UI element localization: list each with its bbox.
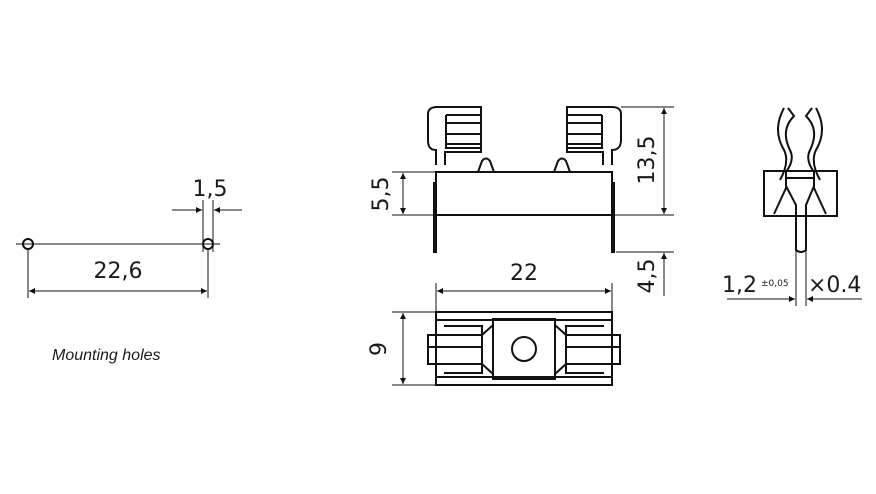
width-label: 9 <box>367 342 392 356</box>
pin-width-label: 1,2 <box>722 273 757 298</box>
top-view: 22 9 <box>367 261 621 386</box>
body-height-label: 5,5 <box>369 177 394 212</box>
pin-tolerance-label: ±0,05 <box>761 279 789 289</box>
hole-spacing-label: 22,6 <box>94 259 143 284</box>
hole-diameter-label: 1,5 <box>193 177 228 202</box>
side-view: 1,2 ±0,05 ×0.4 <box>722 107 862 306</box>
pin-length-label: 4,5 <box>635 259 660 294</box>
front-view: 5,5 13,5 4,5 <box>369 106 674 296</box>
mounting-holes-caption: Mounting holes <box>52 347 161 364</box>
length-label: 22 <box>510 261 538 286</box>
total-height-label: 13,5 <box>635 136 660 185</box>
hole-left <box>22 238 34 250</box>
pin-thickness-label: ×0.4 <box>808 273 861 298</box>
mounting-holes-view: 22,6 1,5 Mounting holes <box>16 177 242 364</box>
